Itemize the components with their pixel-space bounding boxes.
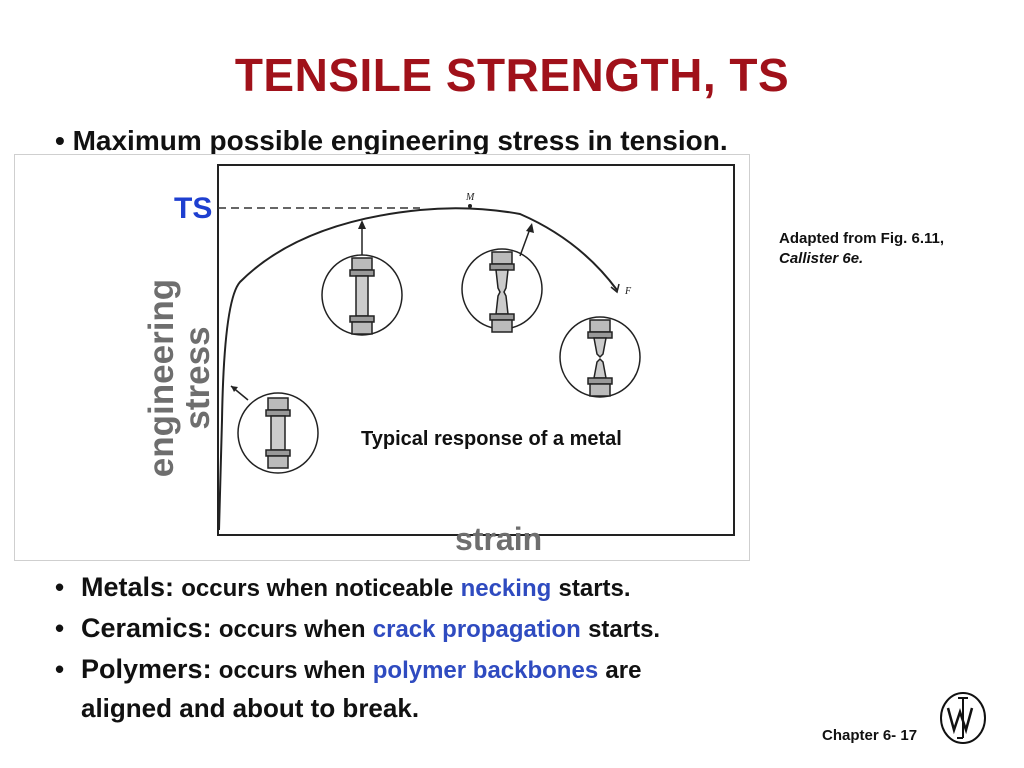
- bullet-highlight: crack propagation: [372, 616, 581, 643]
- specimen-fracture: [559, 316, 641, 398]
- point-f-label: F: [624, 286, 632, 297]
- page-title: TENSILE STRENGTH, TS: [234, 49, 790, 101]
- chapter-page-number: Chapter 6- 17: [822, 727, 918, 744]
- bullet-tail: starts.: [558, 575, 631, 602]
- point-m-label: M: [465, 192, 475, 203]
- bullet-text: occurs when noticeable: [181, 575, 454, 602]
- source-citation: Adapted from Fig. 6.11, Callister 6e.: [779, 229, 944, 269]
- citation-line2: Callister 6e.: [779, 250, 864, 267]
- bullet-metals: •Metals: occurs when noticeable necking …: [55, 572, 631, 603]
- bullet-tail: starts.: [588, 616, 661, 643]
- bullet-highlight: necking: [460, 575, 552, 602]
- specimen-necking: [461, 248, 543, 333]
- specimen-uniform: [321, 254, 403, 336]
- stress-strain-curve: [218, 207, 618, 531]
- y-axis-label-line2: stress: [178, 326, 217, 430]
- point-m-marker: [468, 204, 472, 208]
- figure-caption: Typical response of a metal: [361, 428, 622, 450]
- bullet-marker: •: [55, 654, 65, 684]
- bullet-text: occurs when: [218, 657, 366, 684]
- bullet-term: Ceramics:: [81, 613, 212, 643]
- y-axis-label-line1: engineering: [142, 278, 181, 478]
- bullet-highlight: polymer backbones: [372, 657, 599, 684]
- bullet-term: Polymers:: [81, 654, 212, 684]
- bullet-ceramics: • Ceramics: occurs when crack propagation…: [55, 613, 660, 644]
- bullet-tail: are: [605, 657, 642, 684]
- bullet-marker: •: [55, 572, 65, 602]
- fracture-arrowhead: [610, 283, 620, 294]
- bullet-text: occurs when: [218, 616, 366, 643]
- intro-bullet: • Maximum possible engineering stress in…: [55, 125, 728, 156]
- citation-line1: Adapted from Fig. 6.11,: [779, 230, 945, 247]
- bullet-term: Metals:: [81, 572, 175, 602]
- plot-box: [217, 164, 735, 536]
- bullet-polymers: • Polymers: occurs when polymer backbones…: [55, 654, 641, 685]
- wiley-logo-icon: [940, 692, 986, 744]
- figure-frame: [14, 154, 750, 561]
- bullet-polymers-continuation: aligned and about to break.: [81, 693, 420, 723]
- specimen-elastic: [237, 392, 319, 474]
- ts-label: TS: [174, 192, 213, 225]
- x-axis-label: strain: [455, 521, 543, 557]
- bullet-marker: •: [55, 613, 65, 643]
